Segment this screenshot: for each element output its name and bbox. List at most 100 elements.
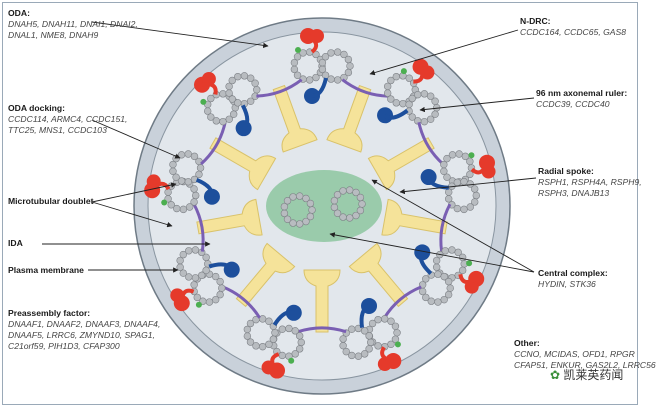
doublet-a-tubule-subunit bbox=[179, 205, 188, 214]
doublet-b-tubule-subunit bbox=[365, 332, 373, 340]
leader-doublet-1 bbox=[91, 182, 177, 203]
doublet-a-tubule-subunit bbox=[190, 198, 198, 206]
doublet-a-tubule-subunit bbox=[297, 338, 305, 347]
doublet-b-tubule-subunit bbox=[453, 178, 462, 187]
label-oda-genes-1: DNAH5, DNAH11, DNAI1, DNAI2, bbox=[8, 19, 138, 29]
doublet-b-tubule-subunit bbox=[321, 53, 330, 61]
doublet-a-tubule-subunit bbox=[392, 72, 401, 81]
doublet-a-tubule-subunit bbox=[387, 340, 395, 348]
doublet-a-tubule-subunit bbox=[290, 58, 299, 67]
doublet-b-tubule-subunit bbox=[367, 338, 375, 347]
label-radial-spoke-title: Radial spoke: bbox=[538, 166, 594, 176]
doublet-a-tubule-subunit bbox=[448, 151, 457, 159]
central-tubule-subunit bbox=[289, 193, 297, 201]
central-tubule-subunit bbox=[356, 193, 365, 202]
central-tubule-subunit bbox=[302, 217, 310, 226]
doublet-a-tubule-subunit bbox=[454, 248, 462, 257]
doublet-b-tubule-subunit bbox=[420, 90, 429, 98]
label-central-complex: Central complex: HYDIN, STK36 bbox=[538, 268, 608, 290]
radial-spoke bbox=[196, 198, 263, 236]
doublet-a-tubule-subunit bbox=[387, 76, 395, 85]
central-tubule-subunit bbox=[345, 186, 354, 194]
label-ndrc-title: N-DRC: bbox=[520, 16, 551, 26]
doublet-b-tubule-subunit bbox=[440, 295, 448, 304]
doublet-b-tubule-subunit bbox=[202, 253, 210, 262]
central-tubule-subunit bbox=[280, 209, 289, 218]
nexin-link bbox=[192, 203, 205, 252]
doublet-b-tubule-subunit bbox=[408, 94, 416, 103]
axoneme-cross-section bbox=[42, 17, 537, 395]
doublet-b-tubule-subunit bbox=[195, 170, 203, 179]
doublet-b-tubule-subunit bbox=[333, 76, 342, 84]
ida-stalk bbox=[240, 104, 250, 130]
label-plasma-membrane: Plasma membrane bbox=[8, 265, 84, 276]
doublet-a-tubule-subunit bbox=[293, 71, 302, 79]
doublet-b-tubule-subunit bbox=[225, 89, 233, 97]
radial-spoke-shape bbox=[235, 242, 296, 308]
nexin-link bbox=[341, 78, 388, 98]
doublet-b-tubule-subunit bbox=[333, 48, 342, 56]
doublet-b-tubule-subunit bbox=[228, 95, 236, 103]
doublet-b-tubule-subunit bbox=[185, 273, 193, 281]
label-radial-spoke-genes-2: RSPH3, DNAJB13 bbox=[538, 188, 610, 198]
doublet-a-tubule-subunit bbox=[440, 160, 448, 169]
doublet-b-tubule-subunit bbox=[184, 178, 192, 186]
doublet-a-tubule-subunit bbox=[216, 277, 224, 286]
oda-stalk bbox=[413, 66, 425, 84]
label-plasma-membrane-title: Plasma membrane bbox=[8, 265, 84, 275]
doublet-b-tubule-subunit bbox=[179, 250, 187, 259]
oda-stalk bbox=[270, 352, 280, 372]
doublet-b-tubule-subunit bbox=[258, 315, 267, 323]
leader-central-complex-1 bbox=[371, 179, 535, 273]
doublet-b-tubule-subunit bbox=[265, 317, 273, 325]
oda-docking-complex bbox=[466, 260, 473, 267]
doublet-b-tubule-subunit bbox=[271, 329, 279, 337]
ida-stalk bbox=[195, 177, 215, 198]
doublet-b-tubule-subunit bbox=[240, 72, 249, 80]
doublet-b-tubule-subunit bbox=[340, 50, 348, 59]
doublet-b-tubule-subunit bbox=[422, 275, 430, 283]
doublet-a-tubule-subunit bbox=[285, 324, 293, 333]
doublet-b-tubule-subunit bbox=[348, 351, 356, 360]
label-other-title: Other: bbox=[514, 338, 540, 348]
oda-docking-complex bbox=[400, 68, 407, 75]
central-tubule-subunit bbox=[280, 202, 289, 211]
doublet-b-tubule-subunit bbox=[318, 65, 327, 74]
doublet-a-tubule-subunit bbox=[290, 65, 299, 74]
doublet-b-tubule-subunit bbox=[445, 188, 453, 196]
doublet-b-tubule-subunit bbox=[360, 350, 369, 358]
doublet-b-tubule-subunit bbox=[228, 76, 236, 85]
nexin-link bbox=[383, 285, 422, 319]
doublet-a-tubule-subunit bbox=[458, 253, 467, 262]
doublet-a-tubule-subunit bbox=[212, 272, 220, 281]
doublet-b-tubule-subunit bbox=[191, 274, 200, 282]
label-microtubular-doublet: Microtubular doublet bbox=[8, 196, 93, 207]
doublet-b-tubule-subunit bbox=[339, 341, 347, 350]
doublet-a-tubule-subunit bbox=[203, 107, 212, 115]
radial-spoke-shape bbox=[272, 84, 318, 153]
doublet-b-tubule-subunit bbox=[427, 297, 435, 305]
doublet-a-tubule-subunit bbox=[185, 203, 194, 211]
radial-spoke-shape bbox=[381, 198, 448, 236]
doublet-b-tubule-subunit bbox=[246, 338, 255, 346]
doublet-b-tubule-subunit bbox=[434, 270, 442, 278]
doublet-a-tubule-subunit bbox=[167, 201, 175, 209]
doublet-b-tubule-subunit bbox=[344, 55, 353, 64]
doublet-b-tubule-subunit bbox=[176, 256, 184, 265]
doublet-a-tubule-subunit bbox=[443, 154, 451, 163]
doublet-b-tubule-subunit bbox=[472, 191, 481, 200]
oda-stalk bbox=[470, 161, 489, 175]
doublet-b-tubule-subunit bbox=[225, 82, 233, 91]
doublet-b-tubule-subunit bbox=[471, 185, 479, 193]
doublet-b-tubule-subunit bbox=[185, 247, 193, 255]
doublet-b-tubule-subunit bbox=[253, 86, 261, 94]
doublet-b-tubule-subunit bbox=[243, 332, 252, 340]
doublet-b-tubule-subunit bbox=[191, 246, 200, 254]
doublet-b-tubule-subunit bbox=[431, 97, 439, 105]
doublet-b-tubule-subunit bbox=[426, 115, 435, 123]
doublet-b-tubule-subunit bbox=[327, 49, 335, 57]
doublet-b-tubule-subunit bbox=[466, 180, 474, 188]
label-central-complex-genes: HYDIN, STK36 bbox=[538, 279, 596, 289]
doublet-a-tubule-subunit bbox=[466, 170, 474, 179]
central-tubule-subunit bbox=[283, 197, 292, 205]
